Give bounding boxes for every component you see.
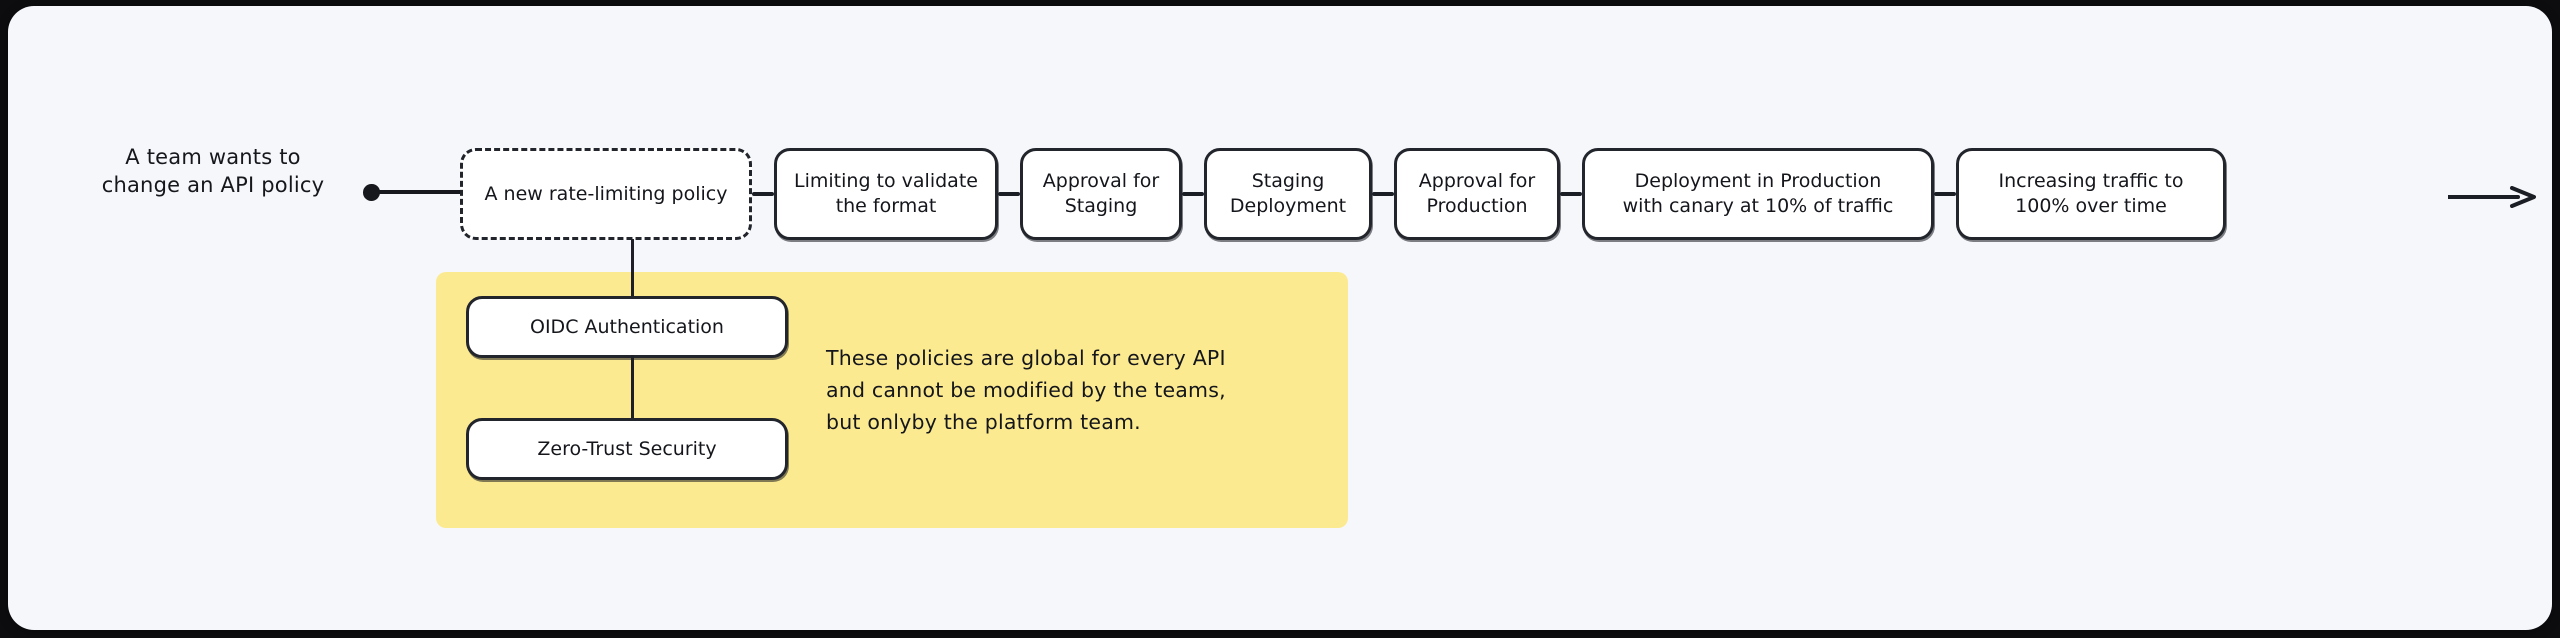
flow-node-production-canary[interactable]: Deployment in Production with canary at … [1582,148,1934,240]
flow-connector [1934,192,1956,196]
policy-node-label: OIDC Authentication [530,316,724,338]
flow-node-label: Approval for Production [1418,170,1536,217]
policy-node-zero-trust-security[interactable]: Zero-Trust Security [466,418,788,480]
start-label: A team wants to change an API policy [101,145,325,198]
flow-node-label: Deployment in Production with canary at … [1622,170,1894,217]
flow-node-label: Limiting to validate the format [794,170,978,217]
flow-connector [998,192,1020,196]
flow-node-approval-production[interactable]: Approval for Production [1394,148,1560,240]
start-connector-line [378,190,463,194]
flow-node-new-policy[interactable]: A new rate-limiting policy [460,148,752,240]
note-drop-line [631,239,634,343]
policy-note-text: These policies are global for every API … [826,346,1226,434]
flow-node-label: A new rate-limiting policy [484,182,728,205]
policy-node-label: Zero-Trust Security [537,438,717,460]
flow-node-approval-staging[interactable]: Approval for Staging [1020,148,1182,240]
flow-node-traffic-ramp[interactable]: Increasing traffic to 100% over time [1956,148,2226,240]
flow-connector [752,192,774,196]
flow-connector [1182,192,1204,196]
policy-connector-line [631,355,634,421]
start-dot-marker [363,184,380,201]
flow-node-label: Staging Deployment [1229,170,1347,217]
flow-connector [1560,192,1582,196]
flow-node-label: Approval for Staging [1042,170,1160,217]
flow-node-label: Increasing traffic to 100% over time [1998,170,2184,217]
flow-sequence: A new rate-limiting policy Limiting to v… [460,139,2226,249]
end-arrow-icon [2448,186,2536,208]
flow-node-validate-format[interactable]: Limiting to validate the format [774,148,998,240]
flow-connector [1372,192,1394,196]
flow-node-staging-deployment[interactable]: Staging Deployment [1204,148,1372,240]
policy-node-oidc-authentication[interactable]: OIDC Authentication [466,296,788,358]
diagram-canvas: A team wants to change an API policy A n… [8,6,2552,630]
